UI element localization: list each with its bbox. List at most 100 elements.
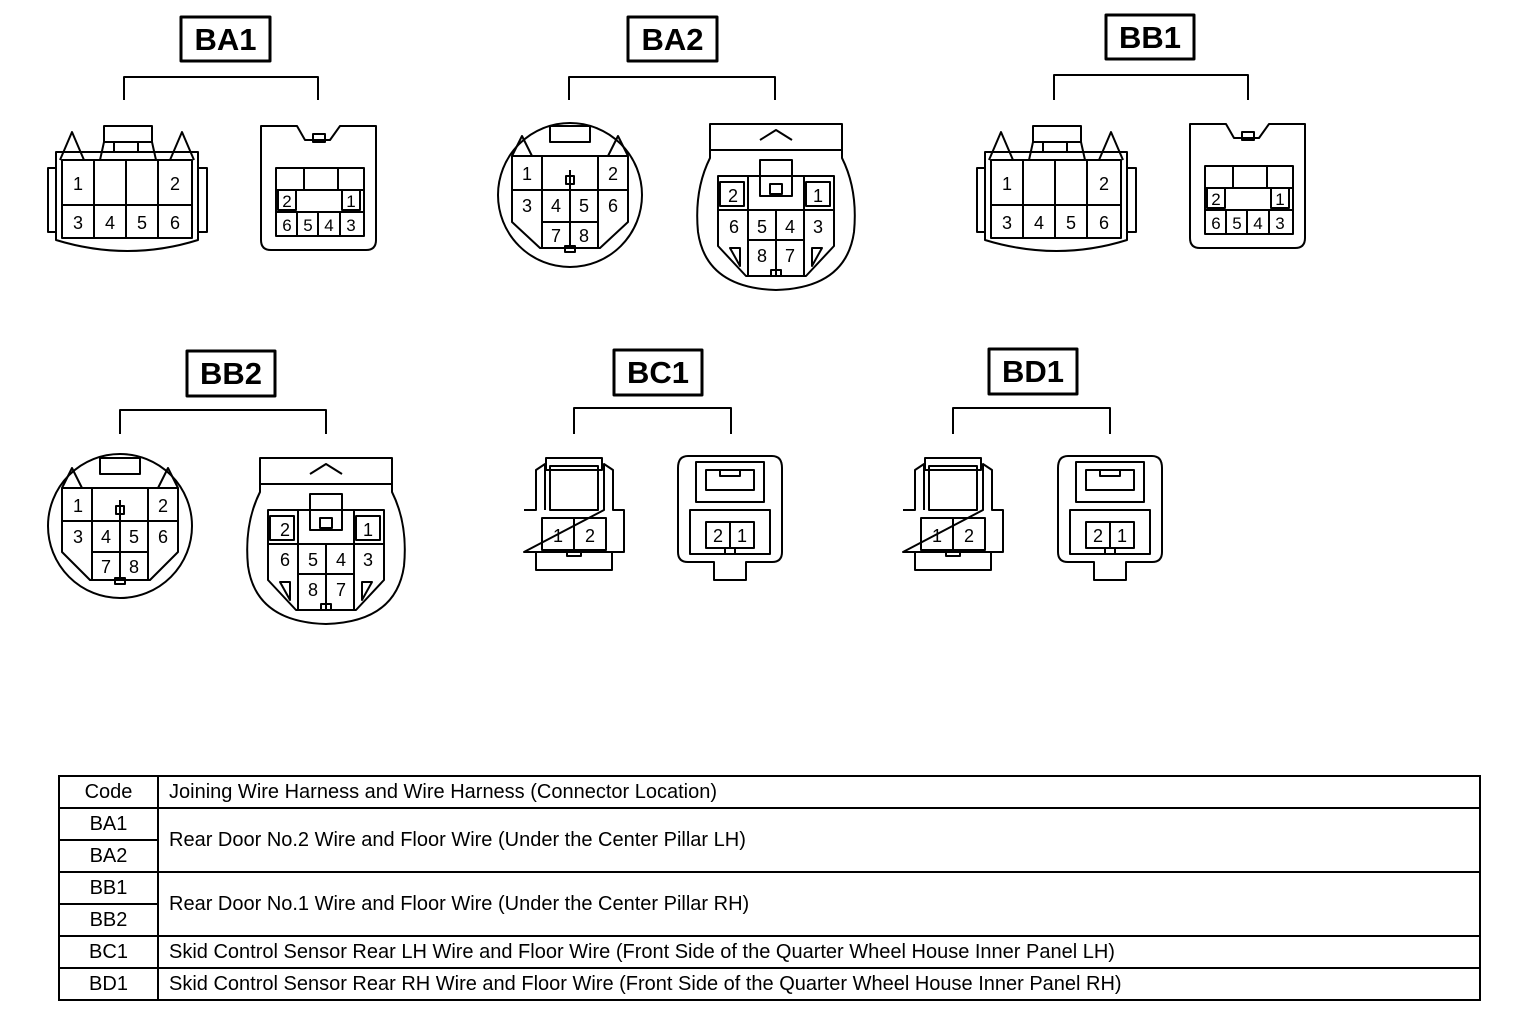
pin-bb2-left-8: 8: [129, 557, 139, 577]
table-header-row: Code Joining Wire Harness and Wire Harne…: [58, 775, 1481, 809]
pin-bb1-right-6: 6: [1211, 214, 1220, 233]
connector-ba2-right: 2 1 6 5 4 3 8 7: [696, 123, 856, 291]
pin-ba2-right-1: 1: [813, 186, 823, 206]
pin-bd1-left-1: 1: [932, 526, 942, 546]
label-ba1: BA1: [194, 22, 256, 57]
table-row: BD1 Skid Control Sensor Rear RH Wire and…: [58, 967, 1481, 1001]
label-box-bd1: [987, 347, 1079, 396]
bracket-ba2: [568, 76, 776, 100]
connector-ba1-right: 2 1 6 5 4 3: [260, 125, 377, 251]
pin-bb2-left-7: 7: [101, 557, 111, 577]
table-row: BA2: [58, 839, 1480, 873]
pin-ba2-left-7: 7: [551, 226, 561, 246]
connector-bd1-right: 2 1: [1057, 455, 1163, 581]
connector-group-ba1: BA1 1 2 3 4 5 6: [47, 15, 377, 252]
pin-bb2-left-5: 5: [129, 527, 139, 547]
pin-ba2-left-3: 3: [522, 196, 532, 216]
pin-ba2-right-6: 6: [729, 217, 739, 237]
bracket-bb1: [1053, 74, 1249, 100]
pin-ba1-right-1: 1: [346, 192, 355, 211]
desc-cell: Skid Control Sensor Rear LH Wire and Flo…: [157, 935, 1481, 969]
desc-cell: Rear Door No.2 Wire and Floor Wire (Unde…: [157, 807, 1481, 873]
connector-bb1-left: 1 2 3 4 5 6: [976, 125, 1137, 252]
code-cell: BD1: [58, 967, 159, 1001]
connector-bb1-right: 2 1 6 5 4 3: [1189, 123, 1306, 249]
label-box-bb1: [1104, 13, 1196, 61]
pin-bb2-left-1: 1: [73, 496, 83, 516]
pin-ba2-right-3: 3: [813, 217, 823, 237]
label-bb1: BB1: [1119, 20, 1181, 55]
header-code: Code: [58, 775, 159, 809]
pin-bb2-right-7: 7: [336, 580, 346, 600]
code-cell: BC1: [58, 935, 159, 969]
pin-bb2-left-3: 3: [73, 527, 83, 547]
bracket-ba1: [123, 76, 319, 100]
table-row: BB2: [58, 903, 1480, 937]
pin-bb1-left-6: 6: [1099, 213, 1109, 233]
pin-ba2-right-8: 8: [757, 246, 767, 266]
pin-bb2-right-4: 4: [336, 550, 346, 570]
connector-ba2-left: 1 2 3 4 5 6 7 8: [497, 122, 643, 268]
table-row: BA1 Rear Door No.2 Wire and Floor Wire (…: [58, 807, 1481, 873]
pin-ba2-left-4: 4: [551, 196, 561, 216]
pin-ba1-left-5: 5: [137, 213, 147, 233]
pin-ba1-right-3: 3: [346, 216, 355, 235]
desc-cell: Skid Control Sensor Rear RH Wire and Flo…: [157, 967, 1481, 1001]
connector-group-bd1: BD1 1 2 2 1: [902, 347, 1163, 581]
bracket-bd1: [952, 407, 1111, 434]
pin-bb2-left-4: 4: [101, 527, 111, 547]
pin-ba1-left-2: 2: [170, 174, 180, 194]
pin-bb2-right-6: 6: [280, 550, 290, 570]
pin-ba1-right-6: 6: [282, 216, 291, 235]
pin-ba1-left-1: 1: [73, 174, 83, 194]
pin-bb1-left-2: 2: [1099, 174, 1109, 194]
pin-bb2-right-3: 3: [363, 550, 373, 570]
pin-ba2-left-2: 2: [608, 164, 618, 184]
pin-ba1-right-4: 4: [324, 216, 333, 235]
pin-ba2-right-7: 7: [785, 246, 795, 266]
connector-group-ba2: BA2 1 2 3 4 5 6 7 8: [497, 15, 856, 291]
pin-bd1-left-2: 2: [964, 526, 974, 546]
pin-bb1-right-5: 5: [1232, 214, 1241, 233]
label-box-bb2: [185, 349, 277, 398]
pin-bb2-right-5: 5: [308, 550, 318, 570]
pin-bc1-left-1: 1: [553, 526, 563, 546]
pin-bb1-left-1: 1: [1002, 174, 1012, 194]
pin-ba1-right-2: 2: [282, 192, 291, 211]
pin-bb2-right-8: 8: [308, 580, 318, 600]
desc-cell: Rear Door No.1 Wire and Floor Wire (Unde…: [157, 871, 1481, 937]
pin-ba2-left-8: 8: [579, 226, 589, 246]
pin-ba2-left-1: 1: [522, 164, 532, 184]
pin-bb1-right-2: 2: [1211, 190, 1220, 209]
connector-group-bb2: BB2 1 2 3 4 5 6 7 8: [47, 349, 406, 625]
pin-ba1-right-5: 5: [303, 216, 312, 235]
pin-bc1-left-2: 2: [585, 526, 595, 546]
pin-bb2-right-2: 2: [280, 520, 290, 540]
code-cell: BA2: [58, 839, 159, 873]
pin-bb1-right-3: 3: [1275, 214, 1284, 233]
connector-bc1-right: 2 1: [677, 455, 783, 581]
label-bd1: BD1: [1002, 354, 1064, 389]
pin-ba1-left-3: 3: [73, 213, 83, 233]
pin-bb1-right-4: 4: [1253, 214, 1262, 233]
pin-bb2-left-6: 6: [158, 527, 168, 547]
pin-bb1-left-4: 4: [1034, 213, 1044, 233]
pin-bc1-right-2: 2: [713, 526, 723, 546]
pin-ba2-left-5: 5: [579, 196, 589, 216]
table-row: BB1 Rear Door No.1 Wire and Floor Wire (…: [58, 871, 1481, 937]
code-cell: BA1: [58, 807, 159, 841]
bracket-bc1: [573, 407, 732, 434]
connector-ba1-left: 1 2 3 4 5 6: [47, 125, 208, 252]
code-cell: BB2: [58, 903, 159, 937]
code-cell: BB1: [58, 871, 159, 905]
pin-bb1-right-1: 1: [1275, 190, 1284, 209]
label-ba2: BA2: [641, 22, 703, 57]
pin-ba2-right-2: 2: [728, 186, 738, 206]
connector-group-bc1: BC1 1 2 2 1: [523, 348, 783, 581]
pin-ba1-left-6: 6: [170, 213, 180, 233]
pin-bc1-right-1: 1: [737, 526, 747, 546]
label-bc1: BC1: [627, 355, 689, 390]
connector-location-table: Code Joining Wire Harness and Wire Harne…: [58, 775, 1481, 1001]
label-box-ba1: [179, 15, 272, 63]
pin-ba2-left-6: 6: [608, 196, 618, 216]
